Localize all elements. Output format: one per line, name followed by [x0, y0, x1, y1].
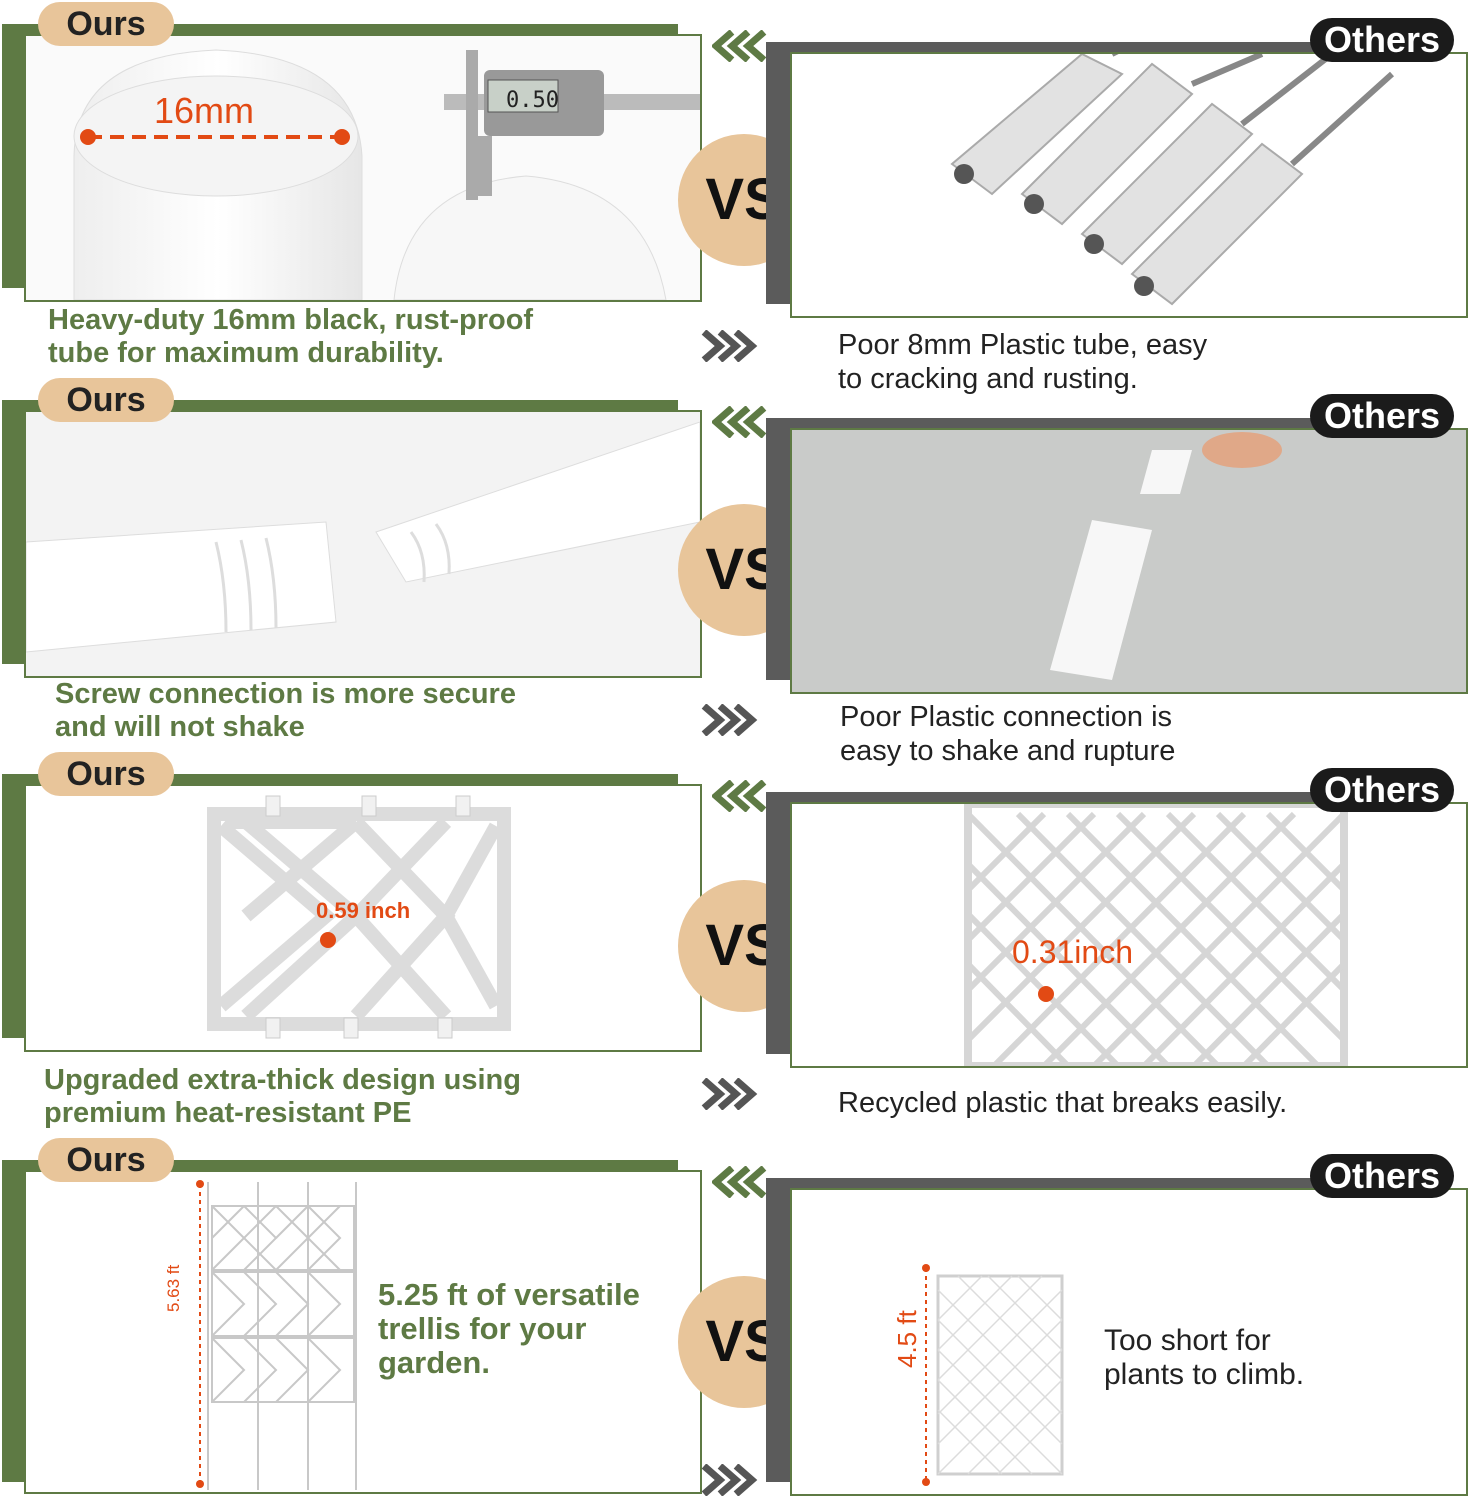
- row1-others-caption: Poor 8mm Plastic tube, easy to cracking …: [838, 328, 1207, 396]
- row1-ours-image: 16mm 0.50: [24, 34, 702, 302]
- row2-others-image: [790, 428, 1468, 694]
- chevron-right-icon: [701, 1078, 758, 1110]
- ours-tag: Ours: [38, 2, 174, 46]
- caption-line: and will not shake: [55, 711, 305, 743]
- chevron-left-icon: [712, 780, 767, 812]
- caption-line: tube for maximum durability.: [48, 337, 444, 369]
- others-tag: Others: [1310, 18, 1454, 62]
- row4-ours-image: 5.63 ft 5.25 ft of versatile trellis for…: [24, 1170, 702, 1494]
- chevron-right-icon: [701, 330, 758, 362]
- caption-line: Heavy-duty 16mm black, rust-proof: [48, 304, 534, 336]
- row1-others-image: [790, 52, 1468, 318]
- caliper-reading: 0.50: [506, 88, 559, 113]
- others-tag: Others: [1310, 768, 1454, 812]
- thin-lattice-panel: [792, 804, 1466, 1066]
- chevron-right-icon: [701, 704, 758, 736]
- short-trellis-illustration: [792, 1190, 1466, 1494]
- row2-ours-caption: Screw connection is more secure and will…: [55, 678, 516, 744]
- ours-tag: Ours: [38, 752, 174, 796]
- caption-line: Too short for: [1104, 1324, 1271, 1357]
- caption-line: Screw connection is more secure: [55, 678, 516, 710]
- row3-others-caption: Recycled plastic that breaks easily.: [838, 1086, 1287, 1120]
- caption-line: garden.: [378, 1345, 490, 1380]
- caption-line: premium heat-resistant PE: [44, 1097, 412, 1129]
- row1-ours-caption: Heavy-duty 16mm black, rust-proof tube f…: [48, 304, 533, 370]
- tube-cross-section-photo: [26, 36, 700, 300]
- ours-tag: Ours: [38, 378, 174, 422]
- ours-tag: Ours: [38, 1138, 174, 1182]
- tall-trellis-illustration: [26, 1172, 700, 1492]
- plastic-connector-photo: [792, 430, 1466, 692]
- row2-ours-image: [24, 410, 702, 678]
- height-dimension-label: 4.5 ft: [892, 1310, 922, 1368]
- caption-line: 5.25 ft of versatile: [378, 1277, 640, 1312]
- row4-ours-text: 5.25 ft of versatile trellis for your ga…: [378, 1278, 640, 1380]
- row3-ours-image: 0.59 inch: [24, 784, 702, 1052]
- thickness-label: 0.59 inch: [316, 898, 411, 923]
- chevron-left-icon: [712, 406, 767, 438]
- thickness-label: 0.31inch: [1012, 934, 1133, 970]
- height-dimension-label: 5.63 ft: [164, 1264, 183, 1312]
- caption-line: to cracking and rusting.: [838, 363, 1138, 395]
- screw-connection-photo: [26, 412, 700, 676]
- caption-line: Recycled plastic that breaks easily.: [838, 1087, 1288, 1119]
- row4-others-text: Too short for plants to climb.: [1104, 1324, 1304, 1392]
- row2-others-caption: Poor Plastic connection is easy to shake…: [840, 700, 1175, 768]
- caption-line: Upgraded extra-thick design using: [44, 1064, 521, 1096]
- others-tag: Others: [1310, 394, 1454, 438]
- others-tag: Others: [1310, 1154, 1454, 1198]
- chevron-left-icon: [712, 1166, 767, 1198]
- thick-lattice-panel: [26, 786, 700, 1050]
- caption-line: easy to shake and rupture: [840, 735, 1176, 767]
- row3-others-image: 0.31inch: [790, 802, 1468, 1068]
- caption-line: plants to climb.: [1104, 1358, 1305, 1391]
- caption-line: Poor Plastic connection is: [840, 701, 1173, 733]
- row4-others-image: 4.5 ft Too short for plants to climb.: [790, 1188, 1468, 1496]
- chevron-right-icon: [701, 1464, 758, 1496]
- caption-line: Poor 8mm Plastic tube, easy: [838, 329, 1208, 361]
- diameter-label: 16mm: [154, 90, 255, 131]
- row3-ours-caption: Upgraded extra-thick design using premiu…: [44, 1064, 521, 1130]
- caption-line: trellis for your: [378, 1311, 587, 1346]
- plastic-tubes-photo: [792, 54, 1466, 316]
- chevron-left-icon: [712, 30, 767, 62]
